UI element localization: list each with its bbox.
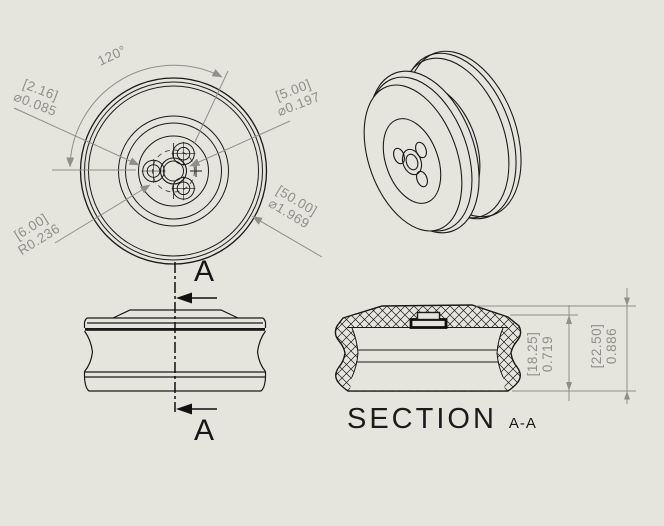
front-view[interactable] xyxy=(79,77,268,265)
section-arrow-label-bottom: A xyxy=(194,414,216,447)
isometric-view[interactable] xyxy=(346,35,543,248)
section-cut-line[interactable] xyxy=(174,262,217,415)
dim-height-inner[interactable]: [18.25] 0.719 xyxy=(525,331,555,377)
bolt-hole-lower-right xyxy=(171,176,196,201)
bolt-hole-left xyxy=(141,159,166,183)
front-view-dimensions[interactable] xyxy=(13,64,323,258)
section-view[interactable] xyxy=(334,304,522,392)
section-view-dimensions[interactable] xyxy=(476,288,636,404)
boss-upper-step xyxy=(416,311,441,321)
dim-height-outer[interactable]: [22.50] 0.886 xyxy=(589,323,619,369)
bolt-hole-upper-right xyxy=(171,141,196,166)
boss-lower-step xyxy=(409,318,448,329)
section-arrow-label-top: A xyxy=(194,255,216,288)
